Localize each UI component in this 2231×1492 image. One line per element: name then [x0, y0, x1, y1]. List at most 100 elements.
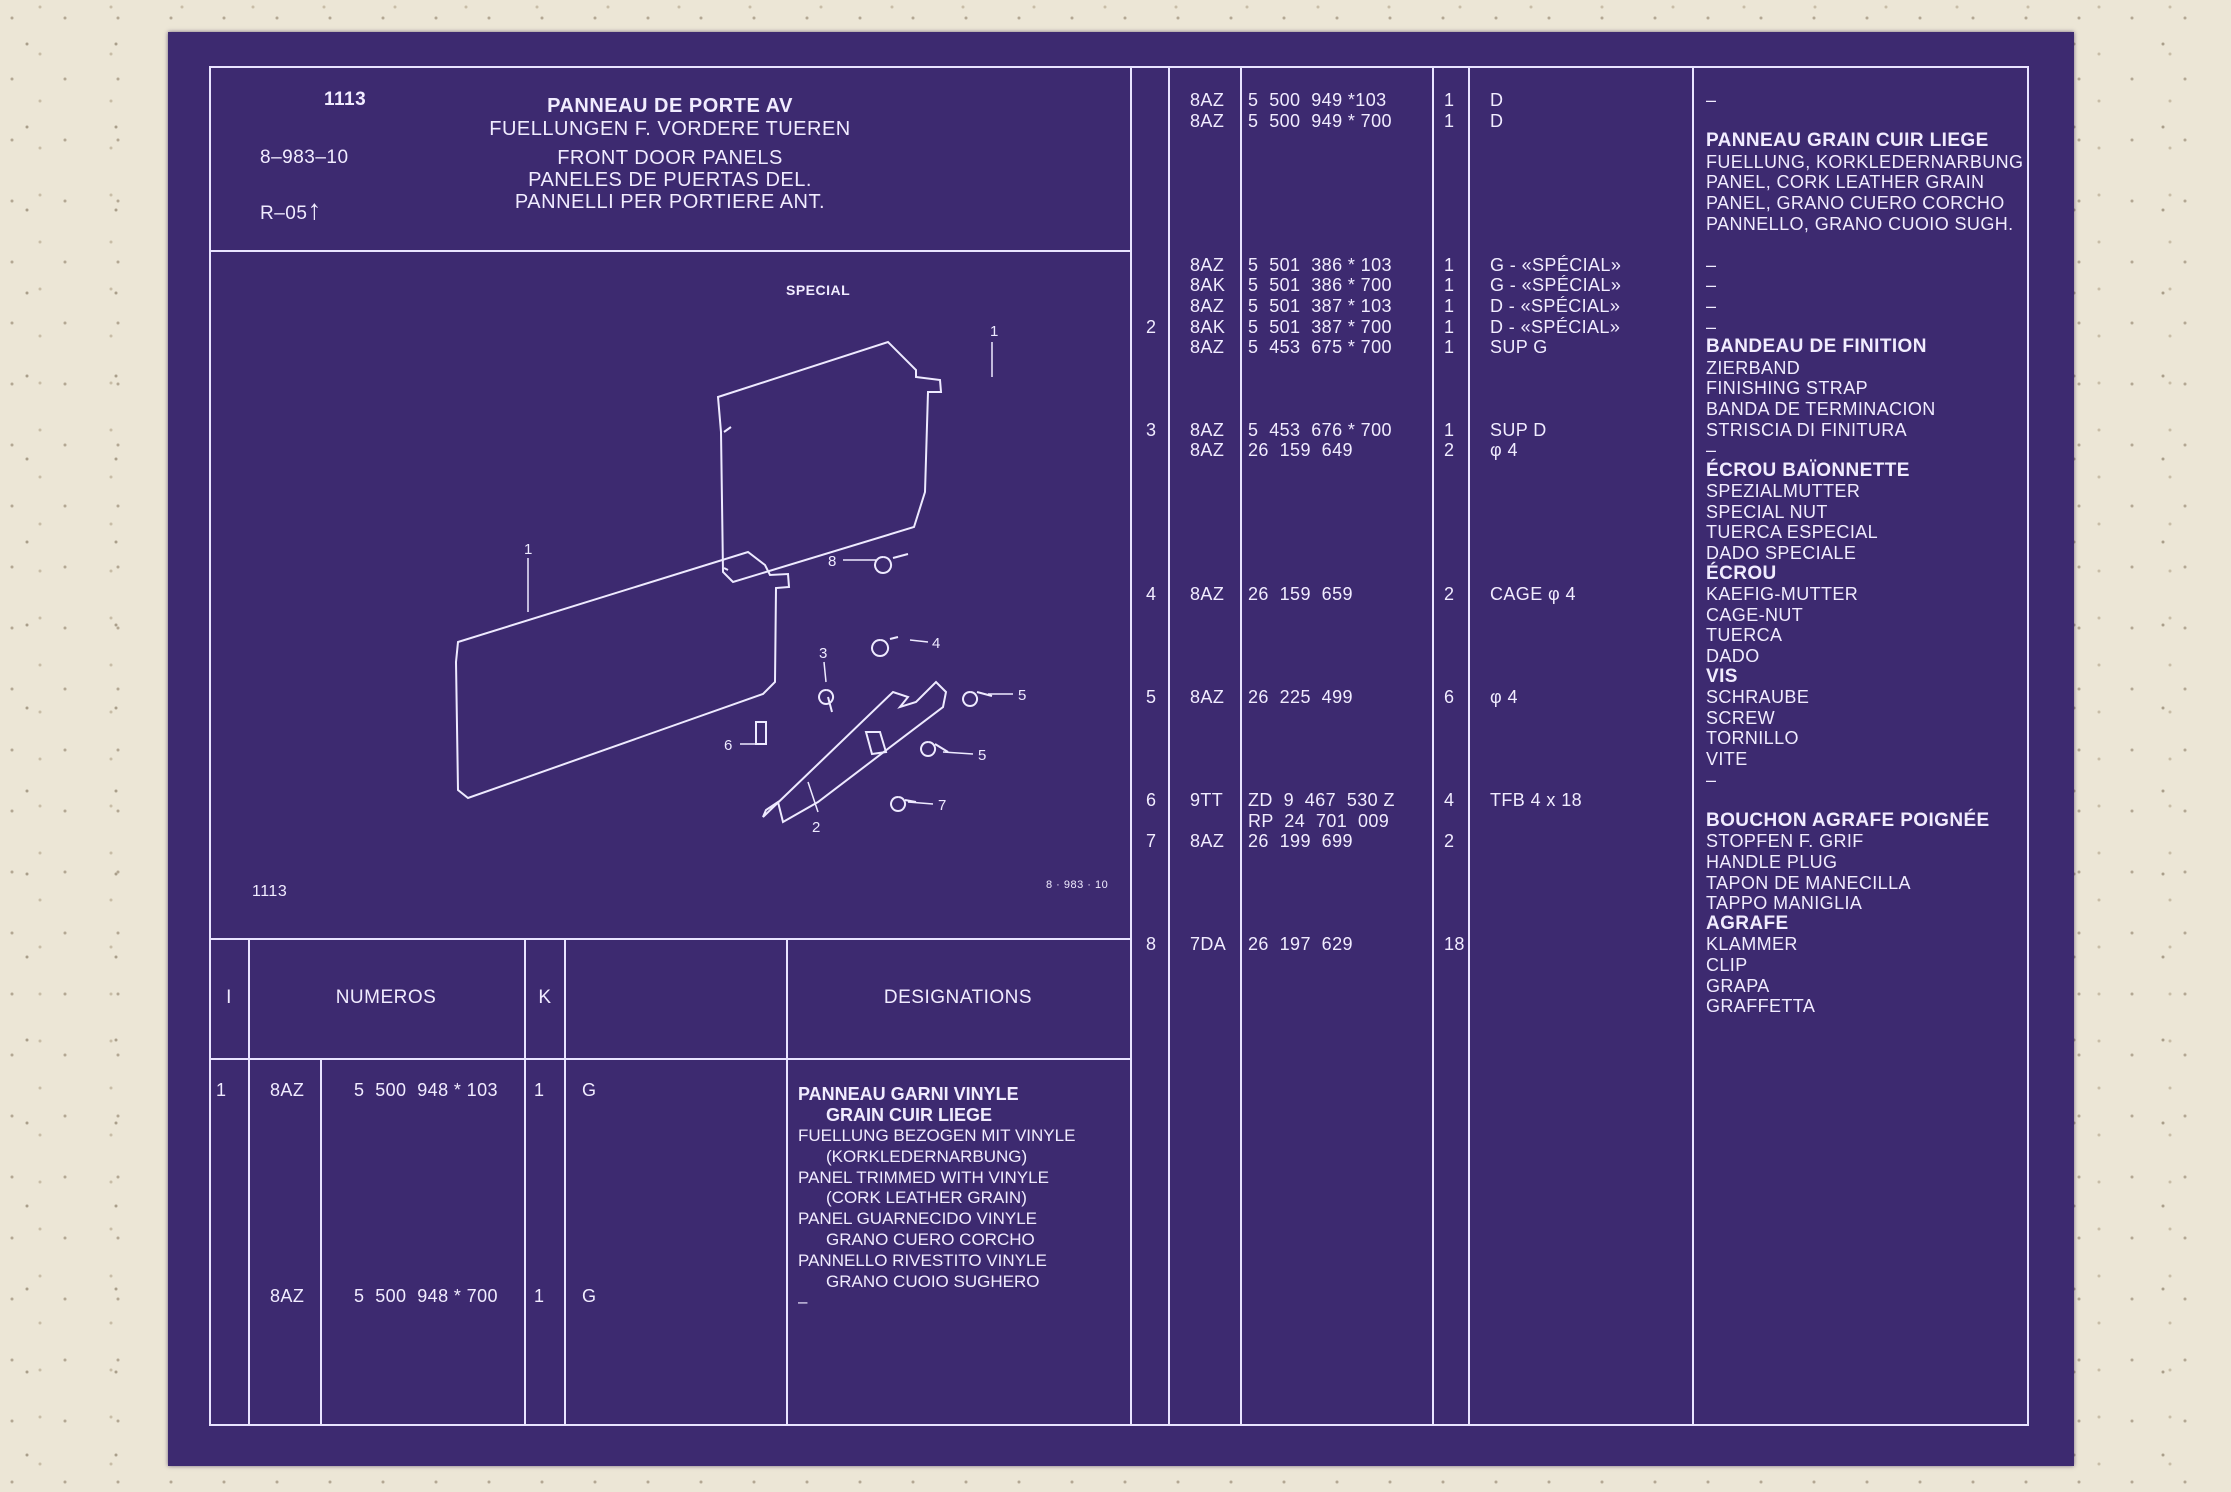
designation-line: –	[1706, 275, 1717, 296]
part-note	[1490, 667, 1621, 688]
part-qty: 1	[1444, 337, 1455, 358]
part-note	[1490, 811, 1621, 832]
part-code	[1190, 481, 1226, 502]
part-index	[1146, 461, 1156, 482]
part-number	[1248, 131, 1395, 152]
part-code	[1190, 811, 1226, 832]
designation-title-line: GRAIN CUIR LIEGE	[826, 1105, 993, 1125]
col-line	[248, 938, 250, 1426]
exploded-parts-diagram: 1 1 2 3 4 5 5 6 7 8	[454, 323, 1026, 836]
part-index	[1146, 193, 1156, 214]
part-number: 5 500 949 *103	[1248, 90, 1387, 110]
designation-line: GRANO CUOIO SUGHERO	[826, 1271, 1040, 1291]
part-note: CAGE φ 4	[1490, 584, 1576, 605]
part-index: 7	[1146, 831, 1157, 852]
part-index	[1146, 440, 1156, 461]
part-qty	[1444, 358, 1465, 379]
part-index	[1146, 522, 1156, 543]
part-code	[1190, 461, 1226, 482]
part-number	[1248, 893, 1395, 914]
part-number	[1248, 667, 1395, 688]
part-index	[1146, 502, 1156, 523]
designation-line: (CORK LEATHER GRAIN)	[826, 1188, 1027, 1208]
part-code	[1190, 378, 1226, 399]
part-index	[1146, 378, 1156, 399]
designation-title: BOUCHON AGRAFE POIGNÉE	[1706, 809, 1990, 831]
callout-4: 4	[932, 635, 940, 652]
part-index	[1146, 275, 1156, 296]
col-line	[786, 938, 788, 1426]
part-number	[1248, 502, 1395, 523]
part-note	[1490, 461, 1621, 482]
part-number	[1248, 708, 1395, 729]
part-code	[1190, 893, 1226, 914]
part-index	[1146, 770, 1156, 791]
designation-line: PANEL GUARNECIDO VINYLE	[798, 1209, 1038, 1229]
part-index	[1146, 852, 1156, 873]
part-index	[1146, 255, 1156, 276]
part-note	[1490, 914, 1621, 935]
part-qty	[1444, 399, 1465, 420]
part-note	[1490, 502, 1621, 523]
designation-title: PANNEAU GRAIN CUIR LIEGE	[1706, 130, 1989, 152]
part-number	[1248, 625, 1395, 646]
designation-line: DADO	[1706, 646, 1760, 667]
part-qty: 1	[1444, 419, 1455, 440]
part-code	[1190, 543, 1226, 564]
part-qty	[1444, 378, 1465, 399]
part-note	[1490, 873, 1621, 894]
designation-line: GRAPA	[1706, 975, 1770, 996]
part-number	[1248, 461, 1395, 482]
designation-line: SCHRAUBE	[1706, 687, 1810, 708]
part-note	[1490, 131, 1621, 152]
part-note	[1490, 605, 1621, 626]
frame-bottom	[209, 1424, 2029, 1426]
plug-6-drawing	[755, 721, 767, 745]
divider-center	[1130, 66, 1132, 1426]
row1-number: 5 500 948 * 103	[354, 1080, 498, 1100]
col-line	[1240, 66, 1242, 1426]
part-note	[1490, 193, 1621, 214]
part-qty	[1444, 811, 1465, 832]
part-code: 8AZ	[1190, 440, 1225, 461]
part-note	[1490, 172, 1621, 193]
part-code: 8AZ	[1190, 419, 1225, 440]
designation-line: PANEL TRIMMED WITH VINYLE	[798, 1167, 1049, 1187]
part-note	[1490, 934, 1621, 955]
part-index	[1146, 708, 1156, 729]
part-note	[1490, 214, 1621, 235]
part-number: 5 500 949 * 700	[1248, 110, 1392, 131]
row1-code: 8AZ	[270, 1080, 305, 1100]
divider-diagram	[209, 938, 1132, 940]
part-index	[1146, 152, 1156, 173]
part-qty	[1444, 770, 1465, 791]
part-number	[1248, 749, 1395, 770]
title-en: FRONT DOOR PANELS	[557, 147, 783, 169]
part-qty	[1444, 152, 1465, 173]
designation-line: –	[1706, 90, 1717, 110]
part-code	[1190, 728, 1226, 749]
designation-line: KAEFIG-MUTTER	[1706, 584, 1859, 605]
part-code	[1190, 914, 1226, 935]
designation-title-line: PANNEAU GARNI VINYLE	[798, 1084, 1019, 1104]
part-number	[1248, 646, 1395, 667]
designation-title: ÉCROU	[1706, 562, 1777, 584]
designation-line: PANEL, CORK LEATHER GRAIN	[1706, 172, 1985, 193]
part-qty: 1	[1444, 110, 1455, 131]
designation-line: GRAFFETTA	[1706, 996, 1816, 1017]
frame-top	[209, 66, 2029, 68]
designation-line: –	[1706, 769, 1717, 790]
part-code: 8AZ	[1190, 687, 1225, 708]
part-number: 26 225 499	[1248, 687, 1353, 708]
part-index	[1146, 481, 1156, 502]
part-qty	[1444, 172, 1465, 193]
part-qty	[1444, 852, 1465, 873]
part-number	[1248, 605, 1395, 626]
part-qty	[1444, 502, 1465, 523]
designation-line: VITE	[1706, 749, 1748, 769]
part-code: 8AZ	[1190, 584, 1225, 605]
part-number: 26 199 699	[1248, 831, 1353, 852]
